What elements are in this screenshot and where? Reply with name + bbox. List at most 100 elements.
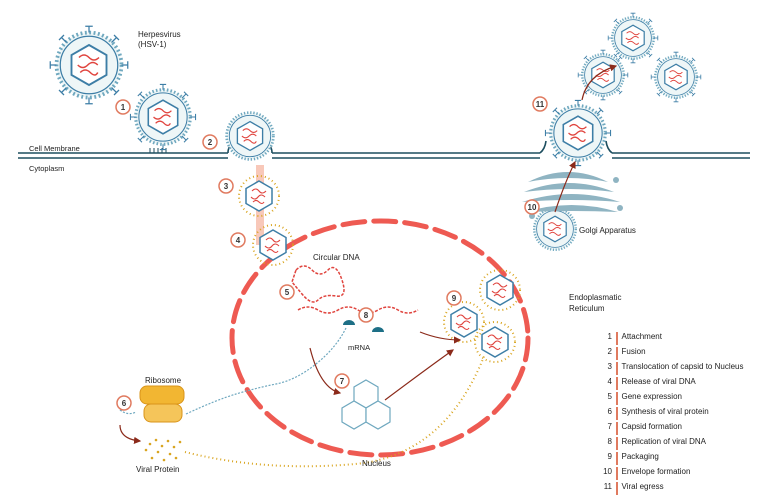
svg-text:2: 2 <box>208 138 213 147</box>
legend-row: 10 Envelope formation <box>596 467 756 480</box>
polymerase <box>372 327 384 332</box>
legend-divider <box>616 467 618 480</box>
circular-dna <box>291 265 345 303</box>
legend-number: 2 <box>607 347 612 356</box>
legend-number: 4 <box>607 377 612 386</box>
legend-row: 3 Translocation of capsid to Nucleus <box>596 362 756 375</box>
step-marker-2: 2 <box>202 134 218 150</box>
svg-text:11: 11 <box>536 100 545 109</box>
mrna-label: mRNA <box>348 343 370 352</box>
enveloping-virion <box>533 206 577 252</box>
legend-divider <box>616 347 618 360</box>
packaged-capsid <box>479 269 521 311</box>
legend-divider <box>616 392 618 405</box>
viral-protein-dots <box>144 438 182 462</box>
cytoplasm-label: Cytoplasm <box>29 164 64 173</box>
legend-text: Envelope formation <box>621 467 691 476</box>
svg-text:6: 6 <box>122 399 127 408</box>
herpesvirus-label: Herpesvirus <box>138 30 181 39</box>
released-virion <box>578 50 628 100</box>
svg-text:4: 4 <box>236 236 241 245</box>
replicating-dna <box>297 306 419 314</box>
released-virion <box>608 13 658 63</box>
step-marker-10: 10 <box>524 199 540 215</box>
released-virion <box>651 52 701 102</box>
svg-text:9: 9 <box>452 294 457 303</box>
legend-row: 1 Attachment <box>596 332 756 345</box>
herpesvirus-particle <box>50 26 128 104</box>
legend-text: Synthesis of viral protein <box>621 407 709 416</box>
viral-protein-label: Viral Protein <box>136 465 179 474</box>
legend-divider <box>616 452 618 465</box>
fusing-virion <box>225 111 275 161</box>
legend-row: 8 Replication of viral DNA <box>596 437 756 450</box>
legend-number: 6 <box>607 407 612 416</box>
legend-text: Release of viral DNA <box>621 377 696 386</box>
legend-text: Translocation of capsid to Nucleus <box>621 362 744 371</box>
ribosome <box>139 385 185 423</box>
herpesvirus-abbr-label: (HSV-1) <box>138 40 167 49</box>
legend-number: 9 <box>607 452 612 461</box>
step-marker-6: 6 <box>116 395 132 411</box>
egressing-virion <box>545 100 610 165</box>
legend-text: Viral egress <box>621 482 664 491</box>
legend-text: Gene expression <box>621 392 682 401</box>
legend-number: 11 <box>603 482 612 491</box>
packaged-capsid <box>443 301 485 343</box>
legend-text: Packaging <box>621 452 659 461</box>
svg-text:10: 10 <box>528 203 537 212</box>
step-marker-5: 5 <box>279 284 295 300</box>
capsid-step-3 <box>238 175 280 217</box>
legend-text: Capsid formation <box>621 422 682 431</box>
legend-divider <box>616 437 618 450</box>
packaged-capsid <box>474 321 516 363</box>
legend-text: Replication of viral DNA <box>621 437 706 446</box>
circular-dna-label: Circular DNA <box>313 253 360 262</box>
legend-text: Attachment <box>621 332 662 341</box>
legend-row: 9 Packaging <box>596 452 756 465</box>
legend-row: 6 Synthesis of viral protein <box>596 407 756 420</box>
legend-text: Fusion <box>621 347 646 356</box>
nucleus-membrane <box>229 218 531 458</box>
egress-membrane-curve <box>539 140 613 154</box>
svg-text:5: 5 <box>285 288 290 297</box>
step-marker-7: 7 <box>334 373 350 389</box>
golgi-label: Golgi Apparatus <box>579 226 636 235</box>
attaching-virion <box>130 84 195 149</box>
polymerase <box>343 320 355 325</box>
ribosome-label: Ribosome <box>145 376 182 385</box>
endoplasmatic-label: Endoplasmatic <box>569 293 621 302</box>
legend-row: 11 Viral egress <box>596 482 756 495</box>
step-marker-1: 1 <box>115 99 131 115</box>
legend-number: 8 <box>607 437 612 446</box>
reticulum-label: Reticulum <box>569 304 605 313</box>
capsid-formation <box>341 379 391 430</box>
svg-text:1: 1 <box>121 103 126 112</box>
capsid-step-4 <box>252 224 294 266</box>
legend-divider <box>616 377 618 390</box>
cell-membrane-label: Cell Membrane <box>29 144 80 153</box>
legend-divider <box>616 332 618 345</box>
step-marker-11: 11 <box>532 96 548 112</box>
step-marker-3: 3 <box>218 178 234 194</box>
step-marker-9: 9 <box>446 290 462 306</box>
pathway-arrows <box>119 64 618 444</box>
mrna-strand <box>185 327 347 415</box>
legend-number: 10 <box>603 467 612 476</box>
legend-divider <box>616 362 618 375</box>
svg-text:3: 3 <box>224 182 229 191</box>
cell-membrane <box>18 152 750 159</box>
svg-text:7: 7 <box>340 377 345 386</box>
legend-divider <box>616 407 618 420</box>
legend-number: 1 <box>607 332 612 341</box>
nucleus-label: Nucleus <box>362 459 391 468</box>
legend-divider <box>616 422 618 435</box>
legend-number: 3 <box>607 362 612 371</box>
legend-row: 4 Release of viral DNA <box>596 377 756 390</box>
legend: 1 Attachment 2 Fusion 3 Translocation of caps… <box>596 332 756 497</box>
golgi-apparatus <box>522 172 623 219</box>
svg-text:8: 8 <box>364 311 369 320</box>
